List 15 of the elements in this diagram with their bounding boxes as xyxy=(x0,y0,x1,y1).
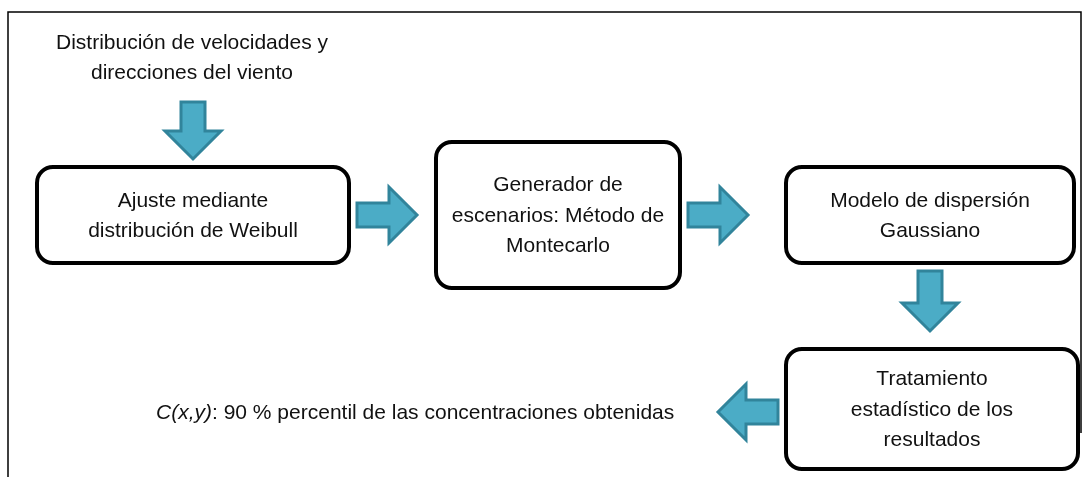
box-label: Modelo de dispersión Gaussiano xyxy=(829,186,1031,243)
box-label: Tratamiento estadístico de los resultados xyxy=(849,365,1015,453)
block-arrow xyxy=(355,183,420,247)
box-label: Ajuste mediante distribución de Weibull xyxy=(87,186,299,243)
process-box xyxy=(35,165,351,265)
process-box xyxy=(784,165,1076,265)
block-arrow xyxy=(898,269,962,334)
block-arrow xyxy=(715,380,780,444)
process-box xyxy=(434,140,682,290)
block-arrow xyxy=(686,183,751,247)
text-label: C(x,y): 90 % percentil de las concentraciones obtenidas xyxy=(156,398,675,425)
block-arrow xyxy=(161,100,225,162)
text-label: Distribución de velocidades y direcciones del viento xyxy=(55,28,329,85)
process-box xyxy=(784,347,1080,471)
box-label: Generador de escenarios: Método de Montecarlo xyxy=(450,171,666,259)
